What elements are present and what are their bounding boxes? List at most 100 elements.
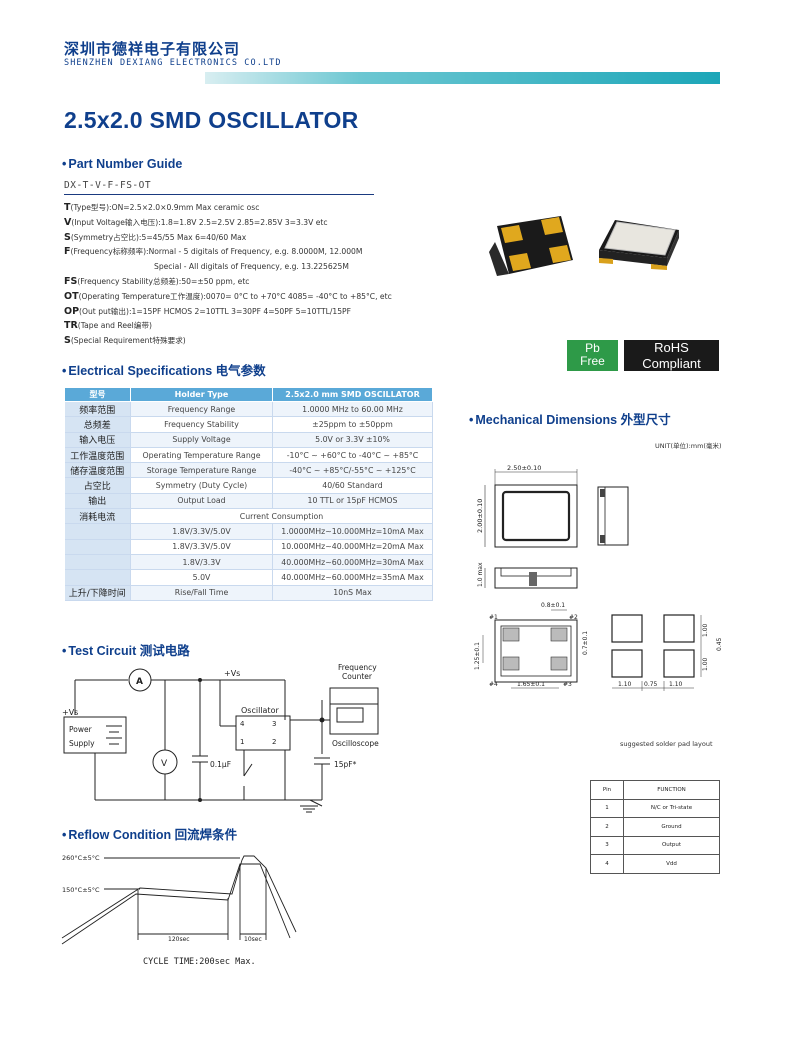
svg-text:Oscillator: Oscillator <box>241 706 279 715</box>
part-guide-line: S(Special Requirement特殊要求) <box>64 334 484 349</box>
table-cell: 1.8V/3.3V/5.0V <box>130 539 273 555</box>
svg-text:2.00±0.10: 2.00±0.10 <box>476 499 484 533</box>
svg-text:Power: Power <box>69 725 93 734</box>
svg-text:V: V <box>161 759 168 769</box>
svg-text:#4: #4 <box>489 681 498 688</box>
part-guide-text: (Operating Temperature工作温度):0070= 0°C to… <box>78 291 392 301</box>
table-cell: 1.0000MHz~10.000MHz=10mA Max <box>272 523 433 540</box>
table-cell: Rise/Fall Time <box>130 585 273 601</box>
part-guide-key: TR <box>64 320 78 332</box>
part-guide-key: F <box>64 246 71 258</box>
svg-text:1.65±0.1: 1.65±0.1 <box>517 681 545 688</box>
table-cell: 5.0V <box>130 569 273 586</box>
table-header: FUNCTION <box>623 780 720 800</box>
table-cell <box>64 523 131 540</box>
part-guide-key: OT <box>64 290 79 302</box>
svg-text:#3: #3 <box>563 681 572 688</box>
table-cell: 3 <box>590 835 624 855</box>
svg-text:1.00: 1.00 <box>702 657 709 671</box>
test-circuit-heading: •Test Circuit 测试电路 <box>62 644 190 658</box>
table-cell: Output Load <box>130 493 273 510</box>
table-cell: 工作温度范围 <box>64 447 131 464</box>
table-header: Pin <box>590 780 624 800</box>
svg-text:Supply: Supply <box>69 739 95 748</box>
svg-text:3: 3 <box>272 720 276 728</box>
electrical-spec-table: 型号 Holder Type 2.5x2.0 mm SMD OSCILLATOR… <box>64 387 433 601</box>
table-cell: Frequency Range <box>130 401 273 418</box>
svg-text:150°C±5°C: 150°C±5°C <box>62 886 100 894</box>
part-guide-text: (Type型号):ON=2.5×2.0×0.9mm Max ceramic os… <box>70 203 260 212</box>
part-guide-line: T(Type型号):ON=2.5×2.0×0.9mm Max ceramic o… <box>64 201 484 216</box>
part-guide-line: S(Symmetry占空比):5=45/55 Max 6=40/60 Max <box>64 231 484 246</box>
electrical-heading: •Electrical Specifications 电气参数 <box>62 364 266 378</box>
divider <box>64 194 374 195</box>
part-guide-line: V(Input Voltage输入电压):1.8=1.8V 2.5=2.5V 2… <box>64 216 484 231</box>
svg-text:10sec: 10sec <box>244 936 262 943</box>
part-guide-key: S <box>64 335 71 347</box>
table-cell: 1 <box>590 798 624 818</box>
table-cell <box>64 539 131 555</box>
part-guide-line: OT(Operating Temperature工作温度):0070= 0°C … <box>64 290 484 305</box>
mechanical-drawing: 2.50±0.10 2.00±0.10 1.0 max #1 #2 #4 #3 … <box>474 464 723 691</box>
part-guide-text: (Frequency标称频率):Normal - 5 digitals of F… <box>70 247 363 257</box>
svg-text:1.00: 1.00 <box>702 623 709 637</box>
part-guide-line: TR(Tape and Reel编带) <box>64 319 484 334</box>
part-guide-key: FS <box>64 275 78 287</box>
table-cell <box>64 569 131 586</box>
table-header: 型号 <box>64 387 131 402</box>
svg-text:1.25±0.1: 1.25±0.1 <box>474 642 481 670</box>
table-cell: 消耗电流 <box>64 508 131 525</box>
table-cell: 10.000MHz~40.000MHz=20mA Max <box>272 539 433 555</box>
company-name-en: SHENZHEN DEXIANG ELECTRONICS CO.LTD <box>64 58 282 68</box>
reflow-profile-diagram: 260°C±5°C 150°C±5°C 120sec 10sec <box>61 854 297 945</box>
table-cell: Symmetry (Duty Cycle) <box>130 477 273 494</box>
svg-text:1.0 max: 1.0 max <box>477 562 484 587</box>
svg-text:0.75: 0.75 <box>644 681 658 688</box>
svg-text:Counter: Counter <box>342 672 373 681</box>
mechanical-heading: •Mechanical Dimensions 外型尺寸 <box>469 413 671 427</box>
table-cell: -40°C ~ +85°C/-55°C ~ +125°C <box>272 462 433 479</box>
part-guide-text: (Special Requirement特殊要求) <box>70 336 186 346</box>
table-cell: 输入电压 <box>64 432 131 448</box>
table-cell <box>64 554 131 571</box>
part-guide-key: T <box>64 202 71 213</box>
table-cell: 40.000MHz~60.000MHz=35mA Max <box>272 569 433 586</box>
table-cell: Storage Temperature Range <box>130 462 273 479</box>
svg-text:2.50±0.10: 2.50±0.10 <box>507 464 541 472</box>
part-guide-text: (Input Voltage输入电压):1.8=1.8V 2.5=2.5V 2.… <box>71 217 328 227</box>
page-title: 2.5x2.0 SMD OSCILLATOR <box>64 107 359 133</box>
table-cell: Current Consumption <box>130 508 433 525</box>
svg-text:0.1μF: 0.1μF <box>210 760 231 769</box>
table-cell: 40/60 Standard <box>272 477 433 494</box>
table-cell: 输出 <box>64 493 131 510</box>
table-cell: 2 <box>590 817 624 837</box>
table-cell: 40.000MHz~60.000MHz=30mA Max <box>272 554 433 571</box>
table-cell: Output <box>623 835 720 855</box>
svg-text:4: 4 <box>240 720 245 728</box>
table-header: 2.5x2.0 mm SMD OSCILLATOR <box>272 387 433 402</box>
part-guide-key: OP <box>64 305 80 317</box>
svg-text:0.8±0.1: 0.8±0.1 <box>541 602 565 609</box>
part-guide-line: F(Frequency标称频率):Normal - 5 digitals of … <box>64 245 484 260</box>
table-header: Holder Type <box>130 387 273 402</box>
table-cell: 1.8V/3.3V <box>130 554 273 571</box>
part-guide-list: T(Type型号):ON=2.5×2.0×0.9mm Max ceramic o… <box>64 201 484 349</box>
svg-text:A: A <box>136 677 143 687</box>
part-guide-key: S <box>64 231 71 243</box>
svg-text:120sec: 120sec <box>168 936 190 943</box>
table-cell: 占空比 <box>64 477 131 494</box>
